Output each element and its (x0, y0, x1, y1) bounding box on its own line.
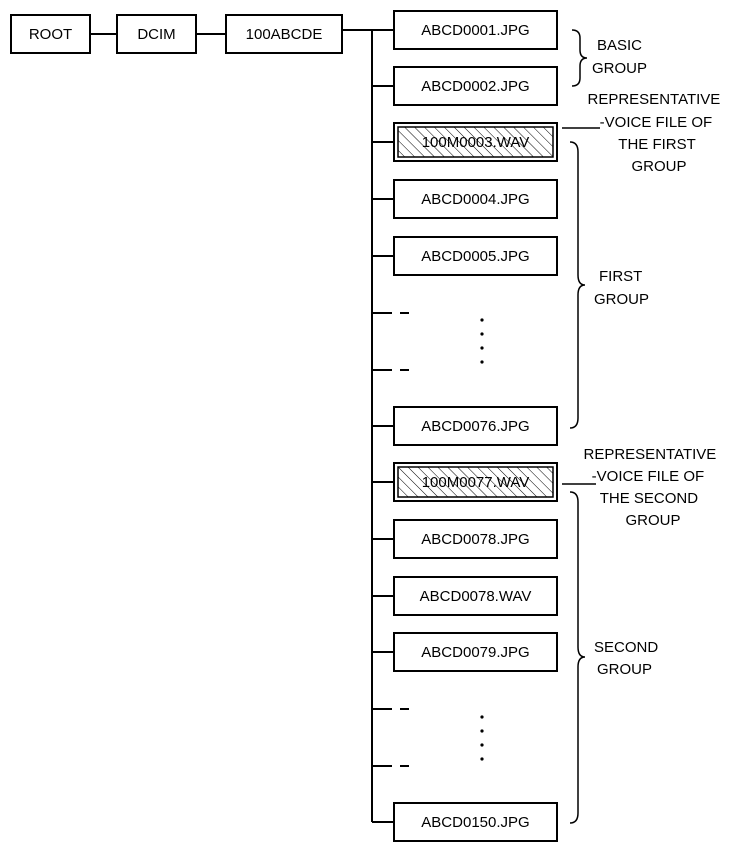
ellipsis-dot (480, 757, 484, 761)
file-list: ABCD0001.JPG ABCD0002.JPG 100M0003.WAV ABCD… (372, 10, 558, 842)
file-box (393, 519, 558, 559)
voice-file-hatch (397, 466, 554, 498)
file-name: ABCD0150.JPG (421, 814, 529, 831)
second-group-label-line: GROUP (597, 661, 652, 678)
file-box (393, 179, 558, 219)
first-voice-label-line: THE FIRST (618, 136, 695, 153)
file-name: ABCD0079.JPG (421, 644, 529, 661)
first-group-ellipsis (480, 318, 484, 364)
image-folder-box (225, 14, 343, 54)
dcim-folder-box (116, 14, 197, 54)
first-group-label-line: FIRST (599, 268, 642, 285)
first-voice-label-line: -VOICE FILE OF (600, 114, 713, 131)
file-name: ABCD0002.JPG (421, 78, 529, 95)
ellipsis-dot (480, 346, 484, 350)
basic-group-label: BASIC GROUP (592, 37, 647, 77)
voice-file-name: 100M0077.WAV (422, 474, 530, 491)
second-voice-label-line: -VOICE FILE OF (592, 468, 705, 485)
file-box (393, 66, 558, 106)
ellipsis-dot (480, 715, 484, 719)
first-voice-label-line: REPRESENTATIVE (588, 91, 721, 108)
second-group-bracket (569, 491, 586, 824)
file-box (393, 576, 558, 616)
first-representative-voice-label: REPRESENTATIVE -VOICE FILE OF THE FIRST … (588, 91, 725, 175)
second-voice-label-line: REPRESENTATIVE (584, 446, 717, 463)
path-chain: ROOT DCIM 100ABCDE (10, 14, 372, 54)
root-folder-box (10, 14, 91, 54)
second-voice-label-line: THE SECOND (600, 490, 699, 507)
first-voice-label-line: GROUP (631, 158, 686, 175)
voice-file-name: 100M0003.WAV (422, 134, 530, 151)
voice-file-hatch (397, 126, 554, 158)
file-box (393, 236, 558, 276)
basic-group-label-line: BASIC (597, 37, 642, 54)
second-group-label: SECOND GROUP (594, 639, 662, 678)
first-group-label: FIRST GROUP (594, 268, 649, 308)
file-name: ABCD0078.JPG (421, 531, 529, 548)
file-name: ABCD0076.JPG (421, 418, 529, 435)
image-folder-label: 100ABCDE (246, 26, 323, 43)
second-voice-label-line: GROUP (625, 512, 680, 529)
ellipsis-dot (480, 360, 484, 364)
second-group-ellipsis (480, 715, 484, 761)
file-box (393, 10, 558, 50)
second-group-label-line: SECOND (594, 639, 658, 656)
file-box (393, 406, 558, 446)
second-representative-voice-label: REPRESENTATIVE -VOICE FILE OF THE SECOND… (584, 446, 721, 529)
first-group-label-line: GROUP (594, 291, 649, 308)
basic-group-label-line: GROUP (592, 60, 647, 77)
file-box (393, 802, 558, 842)
ellipsis-dot (480, 318, 484, 322)
first-group-bracket (569, 141, 586, 429)
file-name: ABCD0004.JPG (421, 191, 529, 208)
ellipsis-dot (480, 743, 484, 747)
root-folder-label: ROOT (29, 26, 72, 43)
basic-group-bracket (571, 29, 588, 87)
ellipsis-dot (480, 332, 484, 336)
ellipsis-dot (480, 729, 484, 733)
file-name: ABCD0001.JPG (421, 22, 529, 39)
file-box (393, 632, 558, 672)
file-name: ABCD0005.JPG (421, 248, 529, 265)
file-name: ABCD0078.WAV (420, 588, 532, 605)
dcim-folder-label: DCIM (137, 26, 175, 43)
